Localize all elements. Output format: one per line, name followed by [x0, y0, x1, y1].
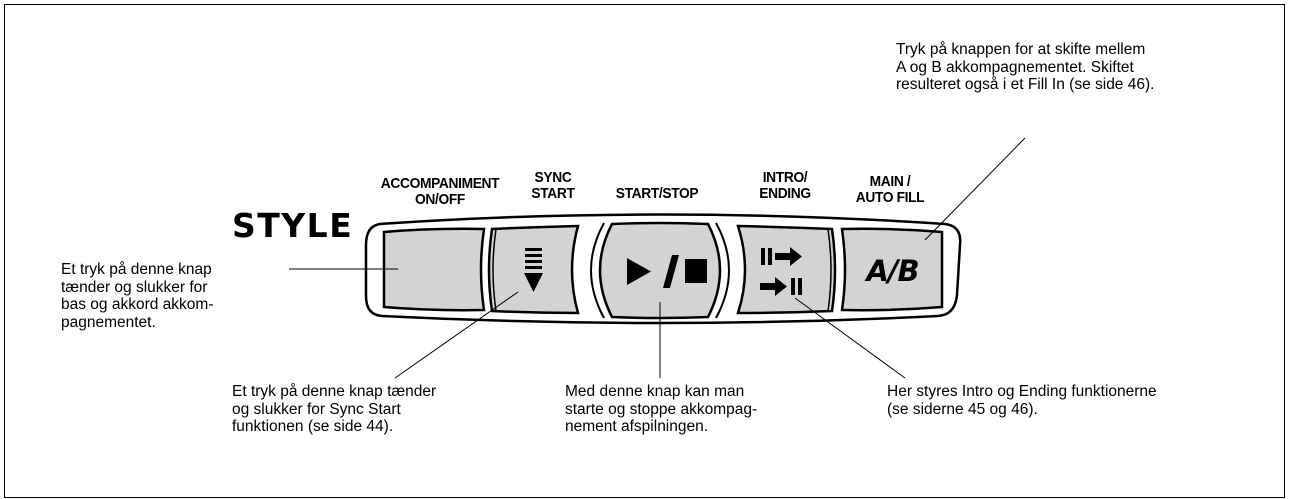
intro-ending-button[interactable]: [736, 224, 837, 315]
sync-start-icon: [524, 248, 543, 292]
start-stop-button[interactable]: [590, 221, 730, 320]
accompaniment-button[interactable]: [382, 227, 486, 312]
intro-ending-callout: Her styres Intro og Ending funktionerne …: [887, 383, 1157, 418]
intro-ending-leader-line: [794, 297, 906, 379]
start-stop-label: START/STOP: [615, 185, 699, 202]
sync-start-label: SYNC START: [531, 169, 575, 202]
main-auto-fill-button[interactable]: [840, 227, 944, 312]
intro-ending-label: INTRO/ ENDING: [759, 169, 811, 202]
play-stop-icon: [627, 255, 707, 288]
accompaniment-label: ACCOMPANIMENT ON/OFF: [380, 175, 500, 208]
sync-start-button[interactable]: [487, 224, 580, 315]
accompaniment-callout: Et tryk på denne knap tænder og slukker …: [61, 261, 214, 331]
diagram-frame: [4, 4, 1285, 498]
panel-bezel: [364, 213, 962, 325]
main-auto-fill-callout: Tryk på knappen for at skifte mellem A o…: [896, 41, 1155, 93]
main-auto-fill-leader-line: [924, 137, 1026, 241]
sync-start-callout: Et tryk på denne knap tænder og slukker …: [232, 383, 437, 435]
start-stop-callout: Med denne knap kan man starte og stoppe …: [565, 383, 758, 435]
ab-symbol: A/B: [866, 254, 919, 288]
intro-ending-icon: [760, 247, 802, 296]
panel-title: STYLE: [232, 206, 354, 245]
main-auto-fill-label: MAIN / AUTO FILL: [855, 173, 925, 206]
sync-start-leader-line: [394, 291, 519, 379]
